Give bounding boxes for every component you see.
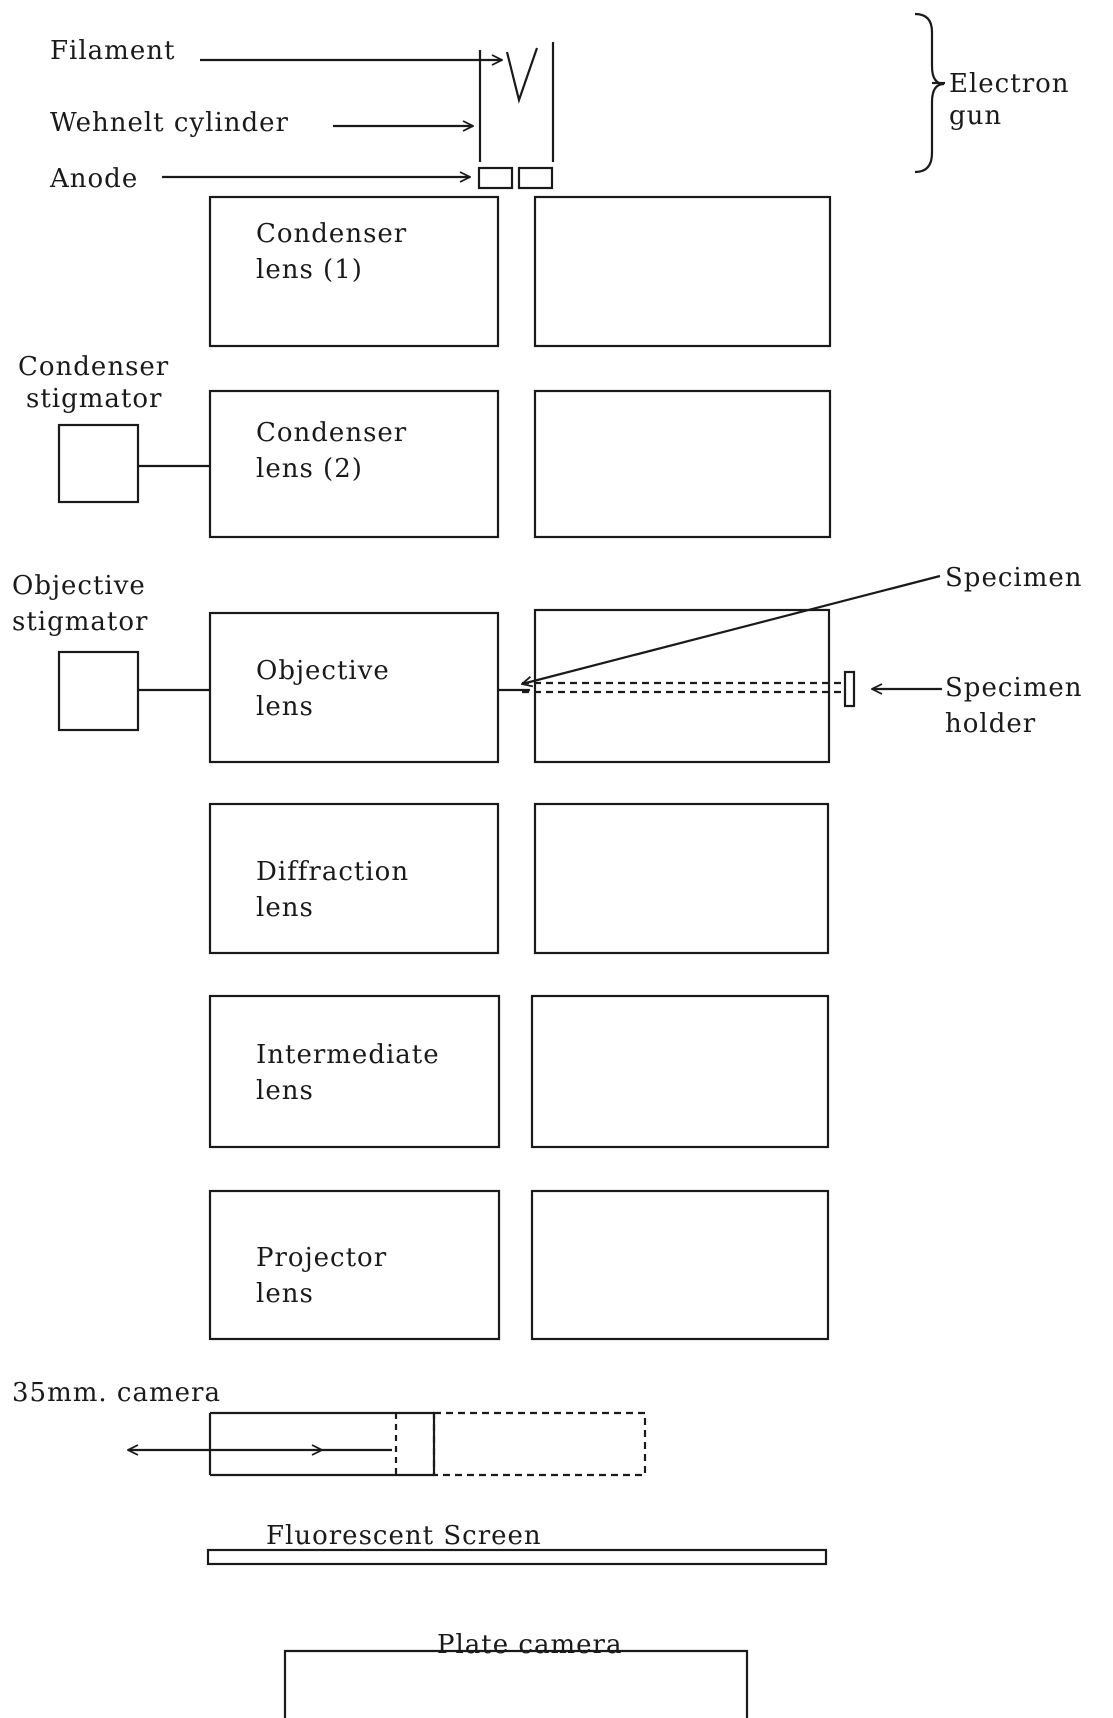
- intermediate-lens-left-block: [208, 994, 501, 1149]
- diffraction-lens-left-block: [208, 802, 500, 955]
- fluorescent-screen-bar: [206, 1548, 828, 1566]
- diffraction-lens-label-line1: Diffraction: [256, 857, 410, 887]
- intermediate-lens-label: Intermediate lens: [256, 1037, 440, 1109]
- condenser-stigmator-label: Condenser stigmator: [18, 349, 169, 417]
- filament-wire: [505, 47, 539, 104]
- condenser-lens-1-left-block: [208, 195, 500, 348]
- condenser-lens-1-right-block: [533, 195, 832, 348]
- projector-lens-right-block: [530, 1189, 830, 1341]
- projector-lens-label: Projector lens: [256, 1240, 387, 1312]
- plate-camera-box: [283, 1649, 749, 1718]
- filament-label: Filament: [50, 36, 176, 66]
- condenser-stigmator-box: [57, 423, 140, 504]
- projector-lens-label-line2: lens: [256, 1279, 314, 1309]
- electron-gun-label-line2: gun: [949, 101, 1003, 131]
- camera-35mm-label: 35mm. camera: [12, 1378, 221, 1408]
- wehnelt-cylinder-label: Wehnelt cylinder: [50, 108, 289, 138]
- objective-stigmator-label: Objective stigmator: [12, 568, 148, 640]
- specimen-holder-knob: [843, 670, 856, 708]
- diffraction-lens-label: Diffraction lens: [256, 854, 409, 926]
- condenser-lens-2-label-line2: lens (2): [256, 454, 363, 484]
- intermediate-lens-right-block: [530, 994, 830, 1149]
- intermediate-lens-label-line1: Intermediate: [256, 1040, 440, 1070]
- objective-lens-label: Objective lens: [256, 653, 390, 725]
- diffraction-lens-label-line2: lens: [256, 893, 314, 923]
- diffraction-lens-right-block: [533, 802, 830, 955]
- objective-lens-label-line1: Objective: [256, 656, 390, 686]
- electron-gun-label: Electron gun: [949, 66, 1070, 134]
- condenser-lens-1-label-line1: Condenser: [256, 219, 408, 249]
- condenser-lens-1-label: Condenser lens (1): [256, 216, 407, 288]
- objective-stigmator-label-line1: Objective: [12, 571, 146, 601]
- objective-lens-label-line2: lens: [256, 692, 314, 722]
- condenser-lens-2-right-block: [533, 389, 832, 539]
- objective-lens-left-block: [208, 611, 500, 764]
- camera-35mm-retracted-outline: [432, 1411, 647, 1477]
- condenser-lens-2-label: Condenser lens (2): [256, 415, 407, 487]
- condenser-lens-1-label-line2: lens (1): [256, 255, 363, 285]
- projector-lens-left-block: [208, 1189, 501, 1341]
- anode-left-plate: [477, 166, 514, 190]
- electron-gun-brace: [914, 12, 945, 174]
- anode-right-plate: [517, 166, 554, 190]
- condenser-lens-2-label-line1: Condenser: [256, 418, 408, 448]
- objective-lens-right-block: [533, 608, 831, 764]
- specimen-holder-label-line2: holder: [945, 709, 1037, 739]
- objective-stigmator-box: [57, 650, 140, 732]
- fluorescent-screen-label: Fluorescent Screen: [266, 1521, 542, 1551]
- electron-gun-label-line1: Electron: [949, 69, 1070, 99]
- plate-camera-label: Plate camera: [437, 1630, 623, 1660]
- objective-stigmator-label-line2: stigmator: [12, 607, 149, 637]
- condenser-stigmator-label-line1: Condenser: [18, 352, 170, 382]
- anode-label: Anode: [50, 164, 139, 194]
- specimen-label: Specimen: [945, 563, 1083, 593]
- specimen-holder-label: Specimen holder: [945, 670, 1083, 742]
- projector-lens-label-line1: Projector: [256, 1243, 388, 1273]
- intermediate-lens-label-line2: lens: [256, 1076, 314, 1106]
- specimen-holder-label-line1: Specimen: [945, 673, 1083, 703]
- specimen-pointer-line: [522, 574, 941, 684]
- condenser-lens-2-left-block: [208, 389, 500, 539]
- condenser-stigmator-label-line2: stigmator: [26, 384, 163, 414]
